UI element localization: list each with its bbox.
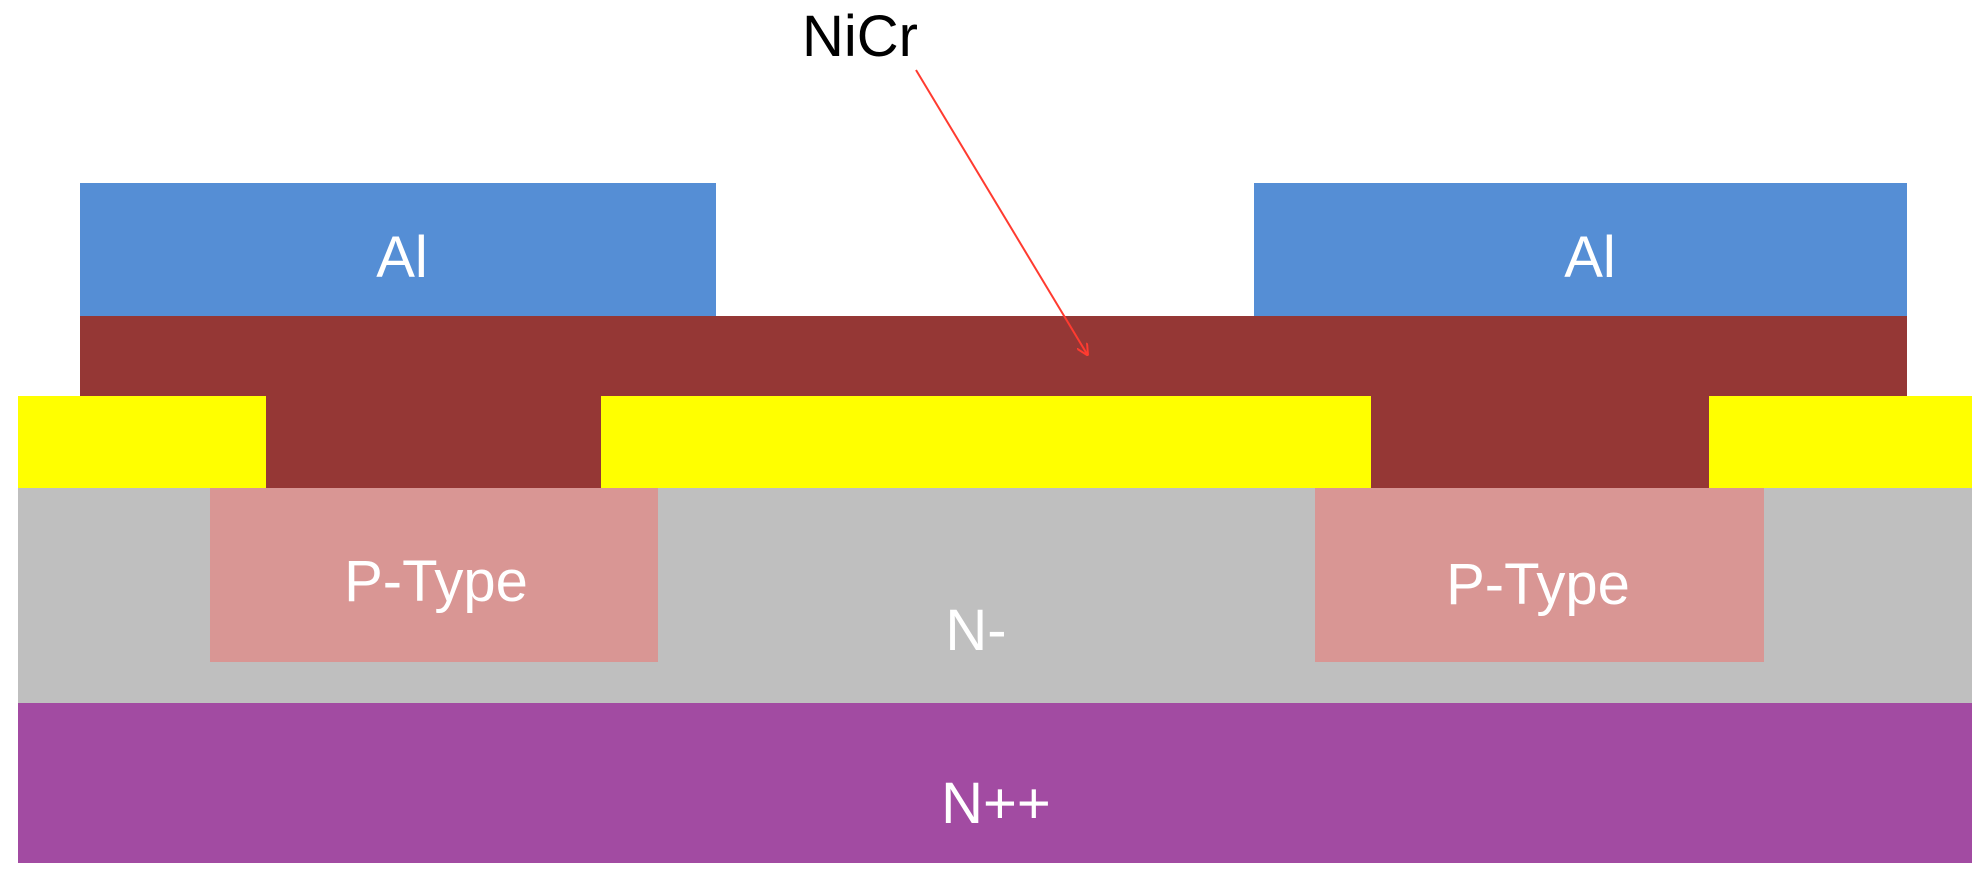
p-type-label-right: P-Type (1446, 552, 1630, 617)
n-minus-label: N- (945, 598, 1006, 663)
nicr-callout-arrow (915, 69, 1087, 354)
aluminum-label-right: Al (1564, 225, 1616, 290)
aluminum-contact-left (80, 183, 716, 316)
oxide-segment-center (601, 396, 1371, 488)
aluminum-label-left: Al (376, 225, 428, 290)
n-plus-plus-label: N++ (941, 771, 1051, 836)
aluminum-contact-right (1254, 183, 1907, 316)
oxide-segment-right (1709, 396, 1972, 488)
p-type-label-left: P-Type (344, 549, 528, 614)
p-type-region-right (1315, 488, 1764, 662)
nicr-callout-label: NiCr (802, 4, 918, 69)
p-type-region-left (210, 488, 658, 662)
n-plus-plus-layer (18, 703, 1972, 863)
oxide-segment-left (18, 396, 266, 488)
